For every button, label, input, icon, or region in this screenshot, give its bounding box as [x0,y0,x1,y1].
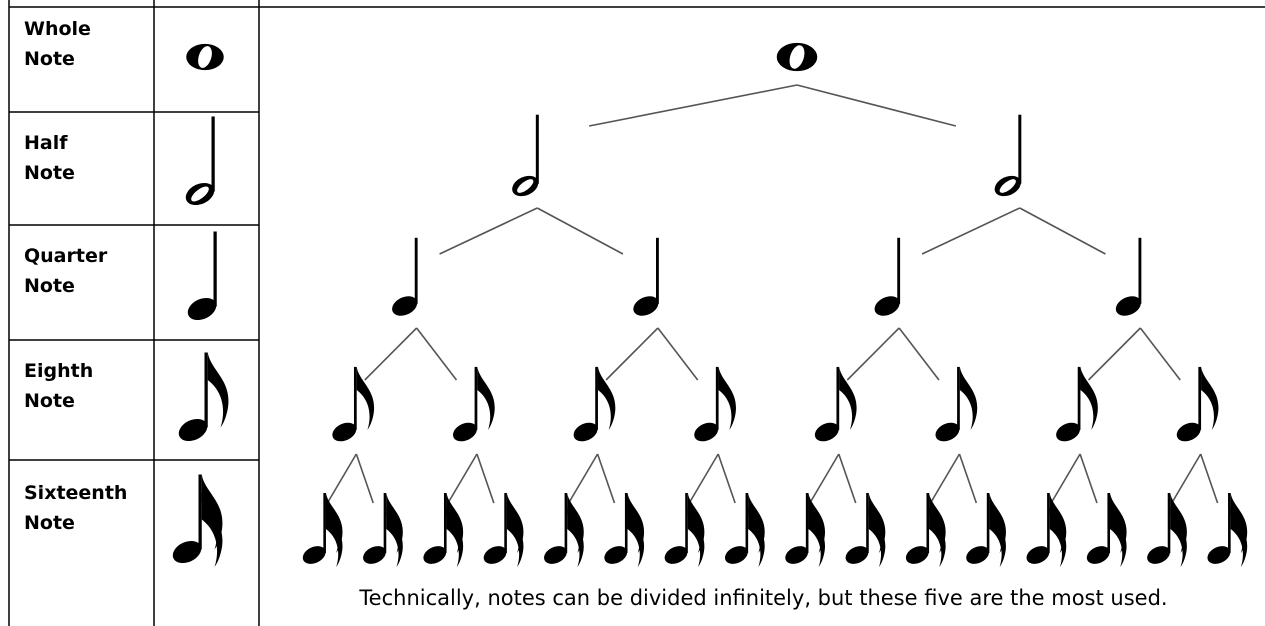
branch-line [796,84,957,127]
tree-sixteenth-note-icon [483,493,524,567]
tree-sixteenth-note-icon [664,493,705,567]
branch-line [929,453,961,504]
tree-sixteenth-note-icon [1147,493,1187,567]
branch-line [846,327,900,381]
tree-eighth-note-icon [1176,366,1219,442]
tree-eighth-note-icon [452,366,495,442]
tree-eighth-note-icon [1056,366,1098,442]
branch-line [958,453,978,504]
tree-eighth-note-icon [332,366,375,442]
branch-line [596,453,616,504]
tree-eighth-note-icon [694,366,736,442]
tree-quarter-note-icon [874,237,901,316]
branch-line [1171,453,1202,504]
branch-line [657,327,699,381]
branch-line [439,207,538,255]
tree-sixteenth-note-icon [905,493,946,567]
branch-line [898,327,940,381]
tree-sixteenth-note-icon [363,493,403,567]
tree-half-note-icon [994,114,1022,197]
tree-quarter-note-icon [633,237,659,316]
tree-sixteenth-note-icon [966,493,1006,567]
table-grid [8,0,1265,626]
branch-line [476,453,495,504]
tree-sixteenth-note-icon [785,493,826,567]
tree-half-note-icon [512,114,539,197]
tree-sixteenth-note-icon [302,493,343,567]
eighth-note-icon [178,352,229,442]
tree-sixteenth-note-icon [724,493,765,567]
sixteenth-note-icon [172,474,223,567]
branch-line [921,207,1021,255]
branch-line [1199,453,1219,504]
half-note-icon [185,116,215,206]
tree-sixteenth-note-icon [845,493,886,567]
tree-sixteenth-note-icon [1026,493,1067,567]
branch-line [1019,207,1106,255]
tree-quarter-note-icon [1115,237,1142,316]
tree-eighth-note-icon [814,366,857,442]
branch-line [536,207,624,255]
branch-line [838,453,857,504]
tree-quarter-note-icon [392,237,418,316]
branch-line [688,453,719,504]
branch-line [447,453,478,504]
tree-sixteenth-note-icon [604,493,645,567]
quarter-note-icon [187,231,217,321]
branch-line [588,84,798,127]
tree-eighth-note-icon [935,366,978,442]
tree-eighth-note-icon [573,366,616,442]
branch-line [415,327,458,381]
caption: Technically, notes can be divided infini… [359,586,1168,610]
eighth-note-label: Eighth Note [24,360,94,412]
branch-line [355,453,374,504]
division-tree-notes [302,42,1248,567]
whole-note-icon [186,43,224,71]
branch-line [605,327,659,381]
half-note-label: Half Note [24,132,75,184]
quarter-note-label: Quarter Note [24,245,108,297]
whole-note-label: Whole Note [24,18,91,70]
branch-line [326,453,358,504]
tree-sixteenth-note-icon [544,493,584,567]
tree-sixteenth-note-icon [423,493,464,567]
branch-line [809,453,840,504]
branch-line [1050,453,1081,504]
branch-line [567,453,599,504]
branch-line [1087,327,1141,381]
tree-sixteenth-note-icon [1086,493,1127,567]
tree-whole-note-icon [776,42,818,72]
branch-line [364,327,418,381]
branch-line [717,453,736,504]
sixteenth-note-label: Sixteenth Note [24,482,128,534]
branch-line [1139,327,1181,381]
branch-line [1079,453,1098,504]
tree-sixteenth-note-icon [1207,493,1248,567]
division-tree-branches [326,84,1219,504]
note-symbol-column [172,43,229,567]
